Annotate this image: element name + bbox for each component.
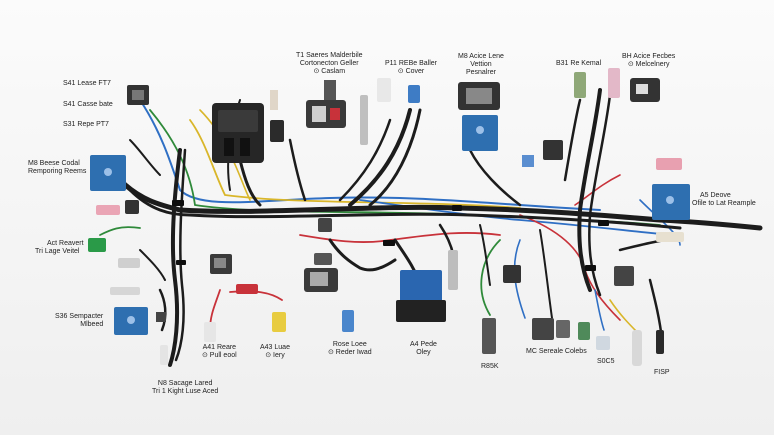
label-a41: A41 Reare ⊙ Pull eool: [202, 344, 237, 360]
top-right-connectors: [574, 68, 682, 170]
label-s36-line1: S36 Sempacter: [55, 313, 104, 320]
label-a5: A5 Deove Ofile to Lat Reample: [692, 192, 756, 208]
label-t1: T1 Saeres Malderbile Cortonecton Geller …: [296, 52, 363, 76]
middle-connectors: [204, 218, 354, 342]
label-n8-line1: N8 Sacage Lared: [157, 380, 213, 387]
label-b31: B31 Re Kemal: [556, 60, 602, 67]
blue-module-lower-left: [114, 307, 168, 365]
top-left-connectors: [127, 85, 284, 142]
label-s0c5: S0C5: [597, 358, 615, 365]
label-a5-line1: A5 Deove: [700, 192, 731, 199]
label-a4-line1: A4 Pede: [410, 341, 437, 348]
fuse-holder-top: [306, 78, 420, 145]
cable-ties: [172, 200, 609, 271]
label-fisp: FISP: [654, 369, 670, 376]
label-s31-repe: S31 Repe PT7: [63, 121, 109, 128]
label-s41-casse: S41 Casse bate: [63, 101, 113, 108]
label-n8: N8 Sacage Lared Tri 1 Kight Luse Aced: [152, 380, 218, 396]
main-relay-block: [212, 103, 264, 163]
label-m8-acice-line2: Vettion: [470, 61, 492, 68]
label-a43-line1: A43 Luae: [260, 344, 290, 351]
black-harness: [117, 88, 763, 367]
label-a4: A4 Pede Oley: [410, 341, 437, 357]
label-bh-line2: ⊙ Melcelnery: [627, 61, 670, 68]
label-act-reavert-line2: Tri Lage Veitel: [35, 248, 80, 255]
blue-relay-center: [396, 250, 458, 322]
label-mc: MC Sereale Colebs: [526, 348, 587, 355]
label-n8-line2: Tri 1 Kight Luse Aced: [152, 388, 219, 395]
label-m8-bease-line1: M8 Beese Codal: [28, 160, 80, 167]
label-s36-line2: Mlbeed: [80, 321, 104, 328]
label-rose: Rose Loee ⊙ Reder Iwad: [328, 341, 372, 357]
label-t1-line2: Cortonecton Geller: [299, 60, 359, 67]
label-m8-bease: M8 Beese Codal Remporing Reems: [28, 160, 86, 176]
label-bh-line1: BH Acice Fecbes: [622, 53, 676, 60]
label-m8-acice: M8 Acice Lene Vettion Pesnalrer: [458, 53, 504, 77]
bottom-right-connectors: [482, 265, 664, 366]
green-connector: [88, 238, 140, 295]
label-t1-line3: ⊙ Caslam: [313, 68, 346, 75]
label-s41-lease: S41 Lease FT7: [63, 80, 111, 87]
label-rose-line1: Rose Loee: [332, 341, 367, 348]
label-m8-bease-line2: Remporing Reems: [28, 168, 87, 175]
blue-module-left: [90, 155, 139, 215]
label-p11-line1: P11 REBe Baller: [385, 60, 438, 67]
label-a41-line1: A41 Reare: [202, 344, 237, 351]
label-act-reavert: Act Reavert Tri Lage Veitel: [35, 240, 84, 256]
label-a41-line2: ⊙ Pull eool: [202, 352, 237, 359]
label-a5-line2: Ofile to Lat Reample: [692, 200, 756, 207]
label-a4-line2: Oley: [416, 349, 431, 356]
blue-module-right: [652, 184, 690, 242]
blue-module-top: [458, 82, 563, 167]
label-p11-line2: ⊙ Cover: [397, 68, 425, 75]
label-a43: A43 Luae ⊙ Iery: [260, 344, 290, 360]
label-bh: BH Acice Fecbes ⊙ Melcelnery: [622, 53, 675, 69]
label-r85k: R85K: [481, 363, 499, 370]
label-m8-acice-line1: M8 Acice Lene: [458, 53, 504, 60]
label-s36: S36 Sempacter Mlbeed: [55, 313, 103, 329]
label-t1-line1: T1 Saeres Malderbile: [296, 52, 363, 59]
label-rose-line2: ⊙ Reder Iwad: [328, 349, 372, 356]
label-a43-line2: ⊙ Iery: [265, 352, 285, 359]
label-m8-acice-line3: Pesnalrer: [465, 69, 496, 76]
label-act-reavert-line1: Act Reavert: [47, 240, 84, 247]
label-p11: P11 REBe Baller ⊙ Cover: [385, 60, 437, 76]
